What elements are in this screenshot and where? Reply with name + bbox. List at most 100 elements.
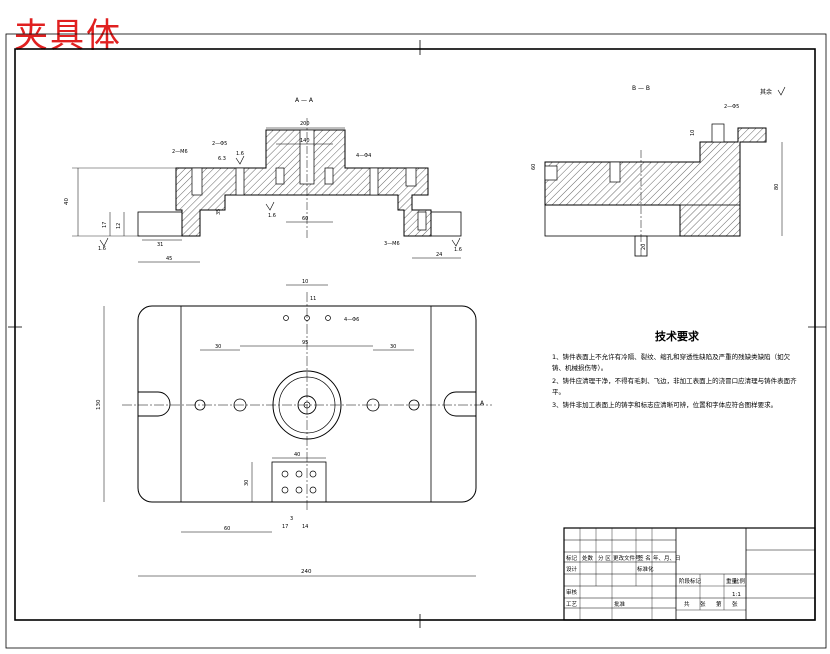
callout-top-holes: 4—Φ6 xyxy=(344,317,359,323)
tb-designer: 设计 xyxy=(566,565,578,573)
title-block: 标记 处数 分 区 更改文件号 签 名 年、月、日 设计 标准化 阶段标记 重量… xyxy=(563,527,816,621)
section-aa-hole-5 xyxy=(324,167,334,185)
tb-sheet-unit2: 张 xyxy=(732,600,738,608)
section-bb-outline xyxy=(544,127,767,237)
roughness-16: 1.6 xyxy=(98,246,106,252)
dim-side-right: 30 xyxy=(390,344,396,350)
dim-hole-group-h: 30 xyxy=(244,480,250,486)
callout-bb-2phi: 2—Φ5 xyxy=(724,104,739,110)
dim-small-c: 3 xyxy=(290,516,293,522)
tb-weight: 重量 xyxy=(726,577,738,585)
callout-2m: 2—M6 xyxy=(172,149,188,155)
roughness-symbol xyxy=(235,155,245,165)
dim-sec-140: 140 xyxy=(300,138,310,144)
plan-hole xyxy=(194,399,206,411)
section-bb-view: B — B 80 10 20 60 2—Φ5 其余 xyxy=(531,85,786,258)
section-bb-top-slot xyxy=(711,123,725,143)
section-aa-hole-1 xyxy=(191,167,203,196)
tb-approve: 批准 xyxy=(614,600,626,608)
plan-small-hole xyxy=(283,315,289,321)
technical-requirements: 技术要求 1、铸件表面上不允许有冷隔、裂纹、缩孔和穿透性缺陷及严重的残缺类缺陷（… xyxy=(552,328,802,413)
inner-frame xyxy=(14,48,816,621)
roughness-symbol xyxy=(777,86,786,96)
roughness-symbol xyxy=(265,201,275,211)
section-aa-hole-6 xyxy=(369,167,379,196)
tb-mark: 标记 xyxy=(566,554,578,562)
section-bb-hole xyxy=(609,161,621,183)
tb-sign: 签 名 xyxy=(638,554,651,562)
section-aa-hole-3 xyxy=(275,167,285,185)
plan-grid-hole xyxy=(295,486,303,494)
tech-requirements-title: 技术要求 xyxy=(655,330,699,343)
tb-scale-label: 比例 xyxy=(734,577,746,585)
roughness-note: 其余 xyxy=(760,88,772,96)
section-aa-left-pad xyxy=(137,211,183,237)
plan-hole-grid xyxy=(271,461,327,503)
dim-center-span: 95 xyxy=(302,340,308,346)
dim-top-10: 10 xyxy=(302,279,308,285)
plan-boss-bore xyxy=(297,395,317,415)
roughness-16: 1.6 xyxy=(268,213,276,219)
dim-bb-60: 60 xyxy=(531,164,537,170)
tb-craft: 工艺 xyxy=(566,601,578,608)
plan-boss-mid xyxy=(278,376,336,434)
plan-grid-hole xyxy=(281,486,289,494)
tb-scale: 1:1 xyxy=(732,592,741,598)
section-bb-left-notch xyxy=(544,165,558,181)
plan-boss-outer xyxy=(272,370,342,440)
plan-hole xyxy=(366,398,380,412)
section-aa-view: A — A 40 17 12 31 45 200 140 xyxy=(64,97,462,263)
plan-hole xyxy=(233,398,247,412)
tb-reviewer: 审核 xyxy=(566,588,578,596)
tb-sheet-unit: 张 xyxy=(700,600,706,608)
plan-grid-hole xyxy=(295,470,303,478)
dim-bb-80: 80 xyxy=(774,184,780,190)
tb-date: 年、月、日 xyxy=(653,554,681,562)
dim-sec-60: 60 xyxy=(302,216,308,222)
dim-sec-31: 31 xyxy=(157,242,163,248)
dim-sec-12: 12 xyxy=(116,223,122,229)
tech-requirement-2: 2、铸件应清理干净，不得有毛刺、飞边，非加工表面上的浇冒口应清理与铸件表面齐平。 xyxy=(552,377,797,396)
roughness-symbol xyxy=(451,237,461,247)
plan-grid-hole xyxy=(309,470,317,478)
dim-sec-40: 40 xyxy=(64,198,70,205)
roughness-16: 1.6 xyxy=(236,151,244,157)
roughness-symbol xyxy=(99,237,109,247)
plan-boss-pin xyxy=(303,401,311,409)
tb-change-doc: 更改文件号 xyxy=(613,554,641,562)
plan-grid-hole xyxy=(309,486,317,494)
dim-bb-20: 20 xyxy=(641,244,647,250)
dim-left-offset: 60 xyxy=(224,526,230,532)
dim-side-left: 30 xyxy=(215,344,221,350)
plan-hole xyxy=(408,399,420,411)
section-bb-label: B — B xyxy=(632,85,650,92)
tb-sheet-total: 共 xyxy=(684,600,690,608)
dim-sec-24: 24 xyxy=(436,252,442,258)
section-aa-hole-7 xyxy=(405,167,417,187)
dim-small-b: 14 xyxy=(302,524,308,530)
plan-view: 240 130 60 30 95 30 40 30 17 14 3 10 11 … xyxy=(96,279,492,577)
tb-standard: 标准化 xyxy=(637,565,654,573)
dim-main-width: 240 xyxy=(301,569,312,575)
tb-zone: 分 区 xyxy=(598,554,611,562)
outer-frame xyxy=(5,33,827,649)
roughness-63: 6.3 xyxy=(218,156,226,162)
tb-stage: 阶段标记 xyxy=(679,577,702,585)
plan-grid-hole xyxy=(281,470,289,478)
callout-2phi: 2—Φ5 xyxy=(212,141,227,147)
section-aa-hole-8 xyxy=(417,211,427,231)
section-aa-right-pad xyxy=(430,211,462,237)
dim-sec-45: 45 xyxy=(166,256,172,262)
plan-left-slot xyxy=(138,391,171,417)
dim-sec-35: 35 xyxy=(216,209,222,215)
tb-sheet-no: 第 xyxy=(716,600,722,608)
section-aa-hole-2 xyxy=(235,167,245,196)
plan-small-hole xyxy=(325,315,331,321)
plan-right-slot xyxy=(443,391,476,417)
dim-sec-17: 17 xyxy=(102,222,108,228)
dim-small-a: 17 xyxy=(282,524,288,530)
plan-small-hole xyxy=(304,315,310,321)
callout-3m: 3—M6 xyxy=(384,241,400,247)
dim-top-11: 11 xyxy=(310,296,316,302)
